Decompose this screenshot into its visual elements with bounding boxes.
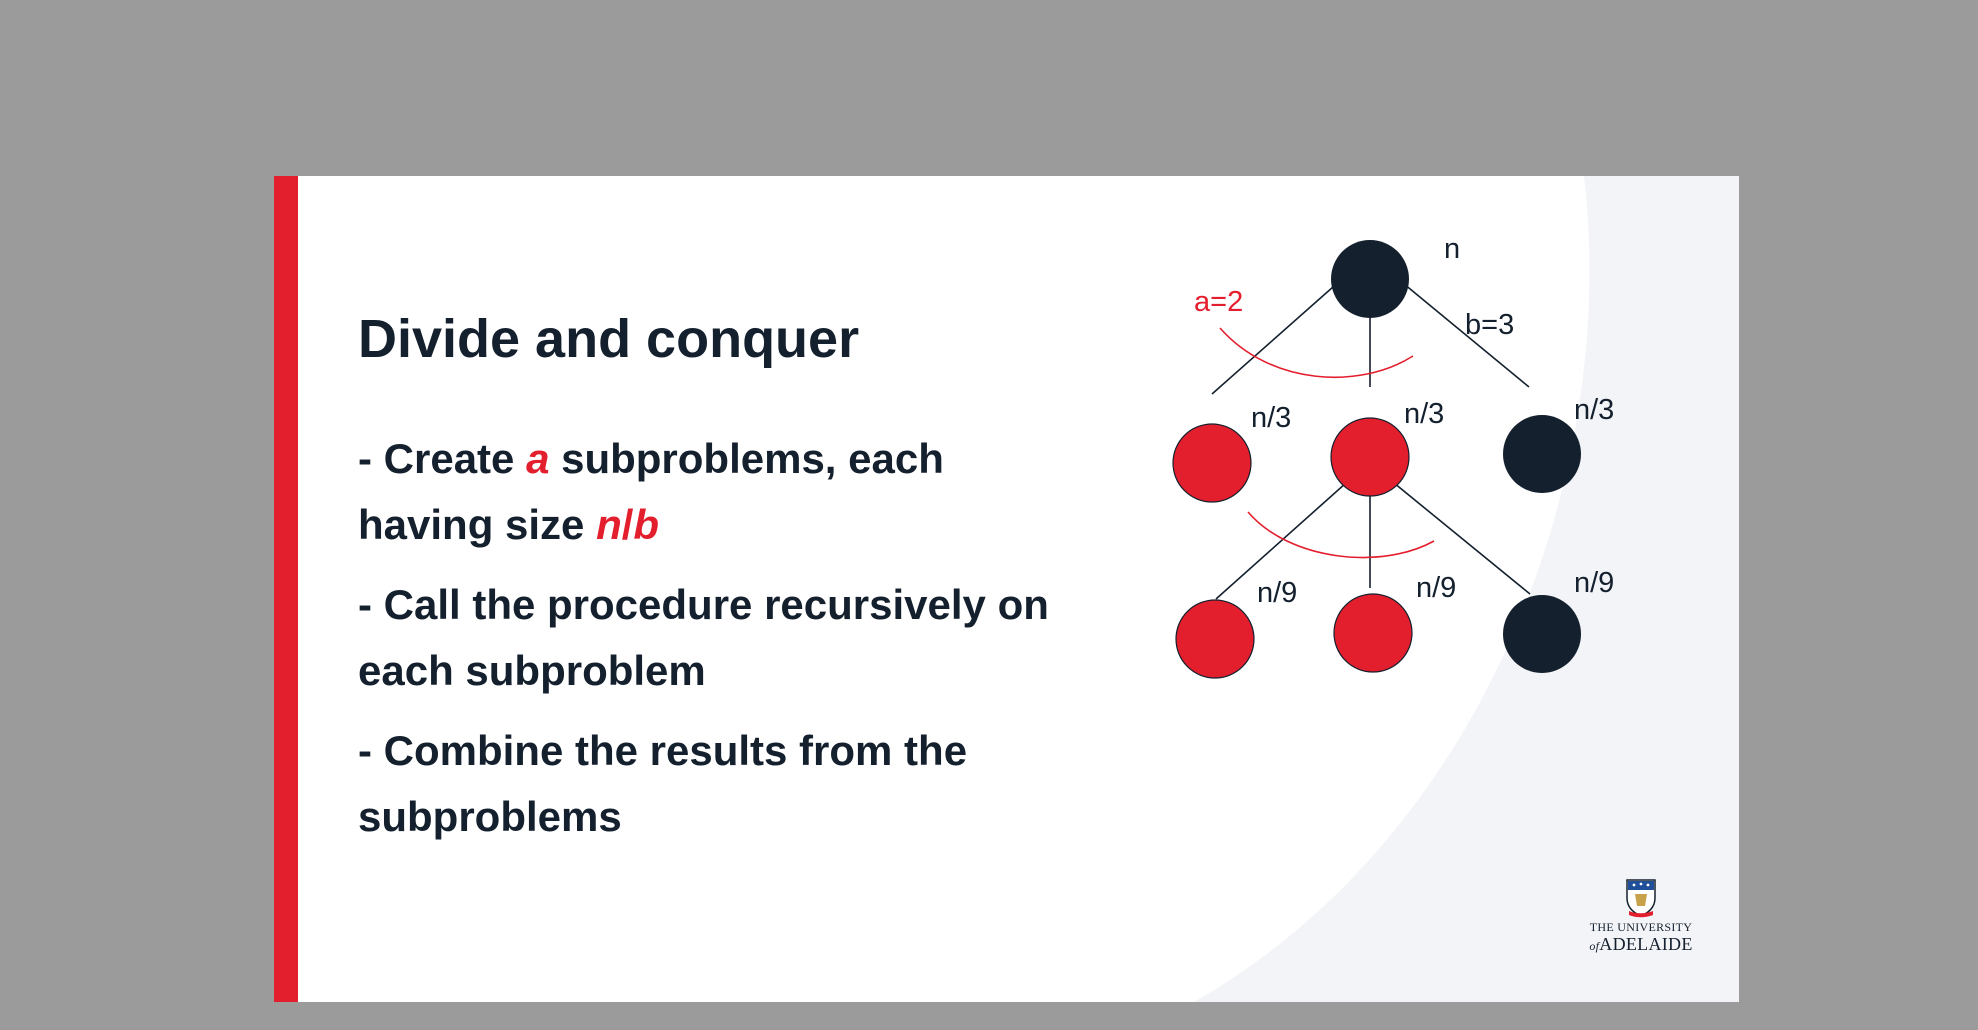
accent-bar (274, 176, 298, 1002)
level1-label-right: n/3 (1574, 394, 1614, 426)
bullet-text-create-middle: subproblems, each having size (358, 435, 944, 548)
university-crest-icon (1626, 879, 1656, 918)
edge-mid-right (1393, 482, 1531, 595)
level1-node-left (1172, 423, 1252, 503)
logo-text-adelaide: ADELAIDE (1599, 934, 1693, 954)
arc-top (1219, 327, 1414, 378)
bullet-item-recurse: - Call the procedure recursively on each… (358, 581, 1049, 694)
level2-node-right (1503, 595, 1581, 673)
level2-node-left (1175, 599, 1255, 679)
level2-label-right: n/9 (1574, 567, 1614, 599)
b-label: b=3 (1465, 309, 1514, 341)
edge-root-left (1211, 278, 1343, 395)
edge-mid-left (1215, 482, 1347, 600)
university-logo: THE UNIVERSITY ofADELAIDE (1586, 878, 1696, 968)
logo-text-line1: THE UNIVERSITY (1589, 920, 1693, 934)
slide: Divide and conquer - Create a subproblem… (274, 176, 1739, 1002)
slash: / (621, 501, 634, 548)
arc-bottom (1247, 511, 1435, 559)
bullet-text-create-prefix: - Create (358, 435, 527, 482)
slide-background-shape (1194, 176, 1739, 1002)
recursion-tree-diagram: n a=2 b=3 n/3 n/3 n/3 n/9 n/9 n/9 (1172, 233, 1614, 679)
variable-a: a (526, 435, 550, 482)
a-label: a=2 (1194, 286, 1243, 318)
bullet-list: - Create a subproblems, each having size… (358, 426, 1078, 864)
level2-label-middle: n/9 (1416, 572, 1456, 604)
slide-title: Divide and conquer (358, 309, 860, 369)
level1-label-left: n/3 (1251, 402, 1291, 434)
root-node (1331, 240, 1409, 318)
background-curve-shade (1194, 176, 1739, 1002)
bullet-item-combine: - Combine the results from the subproble… (358, 727, 968, 840)
level1-node-right (1503, 415, 1581, 493)
logo-text-line2: ofADELAIDE (1586, 935, 1696, 955)
edge-root-right (1397, 278, 1530, 388)
level2-label-left: n/9 (1257, 577, 1297, 609)
variable-b: b (633, 501, 660, 548)
level1-node-middle (1330, 417, 1410, 497)
logo-text-of: of (1589, 939, 1600, 953)
level1-label-middle: n/3 (1404, 398, 1444, 430)
level2-node-middle (1333, 593, 1413, 673)
variable-n: n (596, 501, 622, 548)
bullet-item-create: - Create a subproblems, each having size… (358, 426, 1078, 558)
root-label: n (1444, 233, 1460, 265)
